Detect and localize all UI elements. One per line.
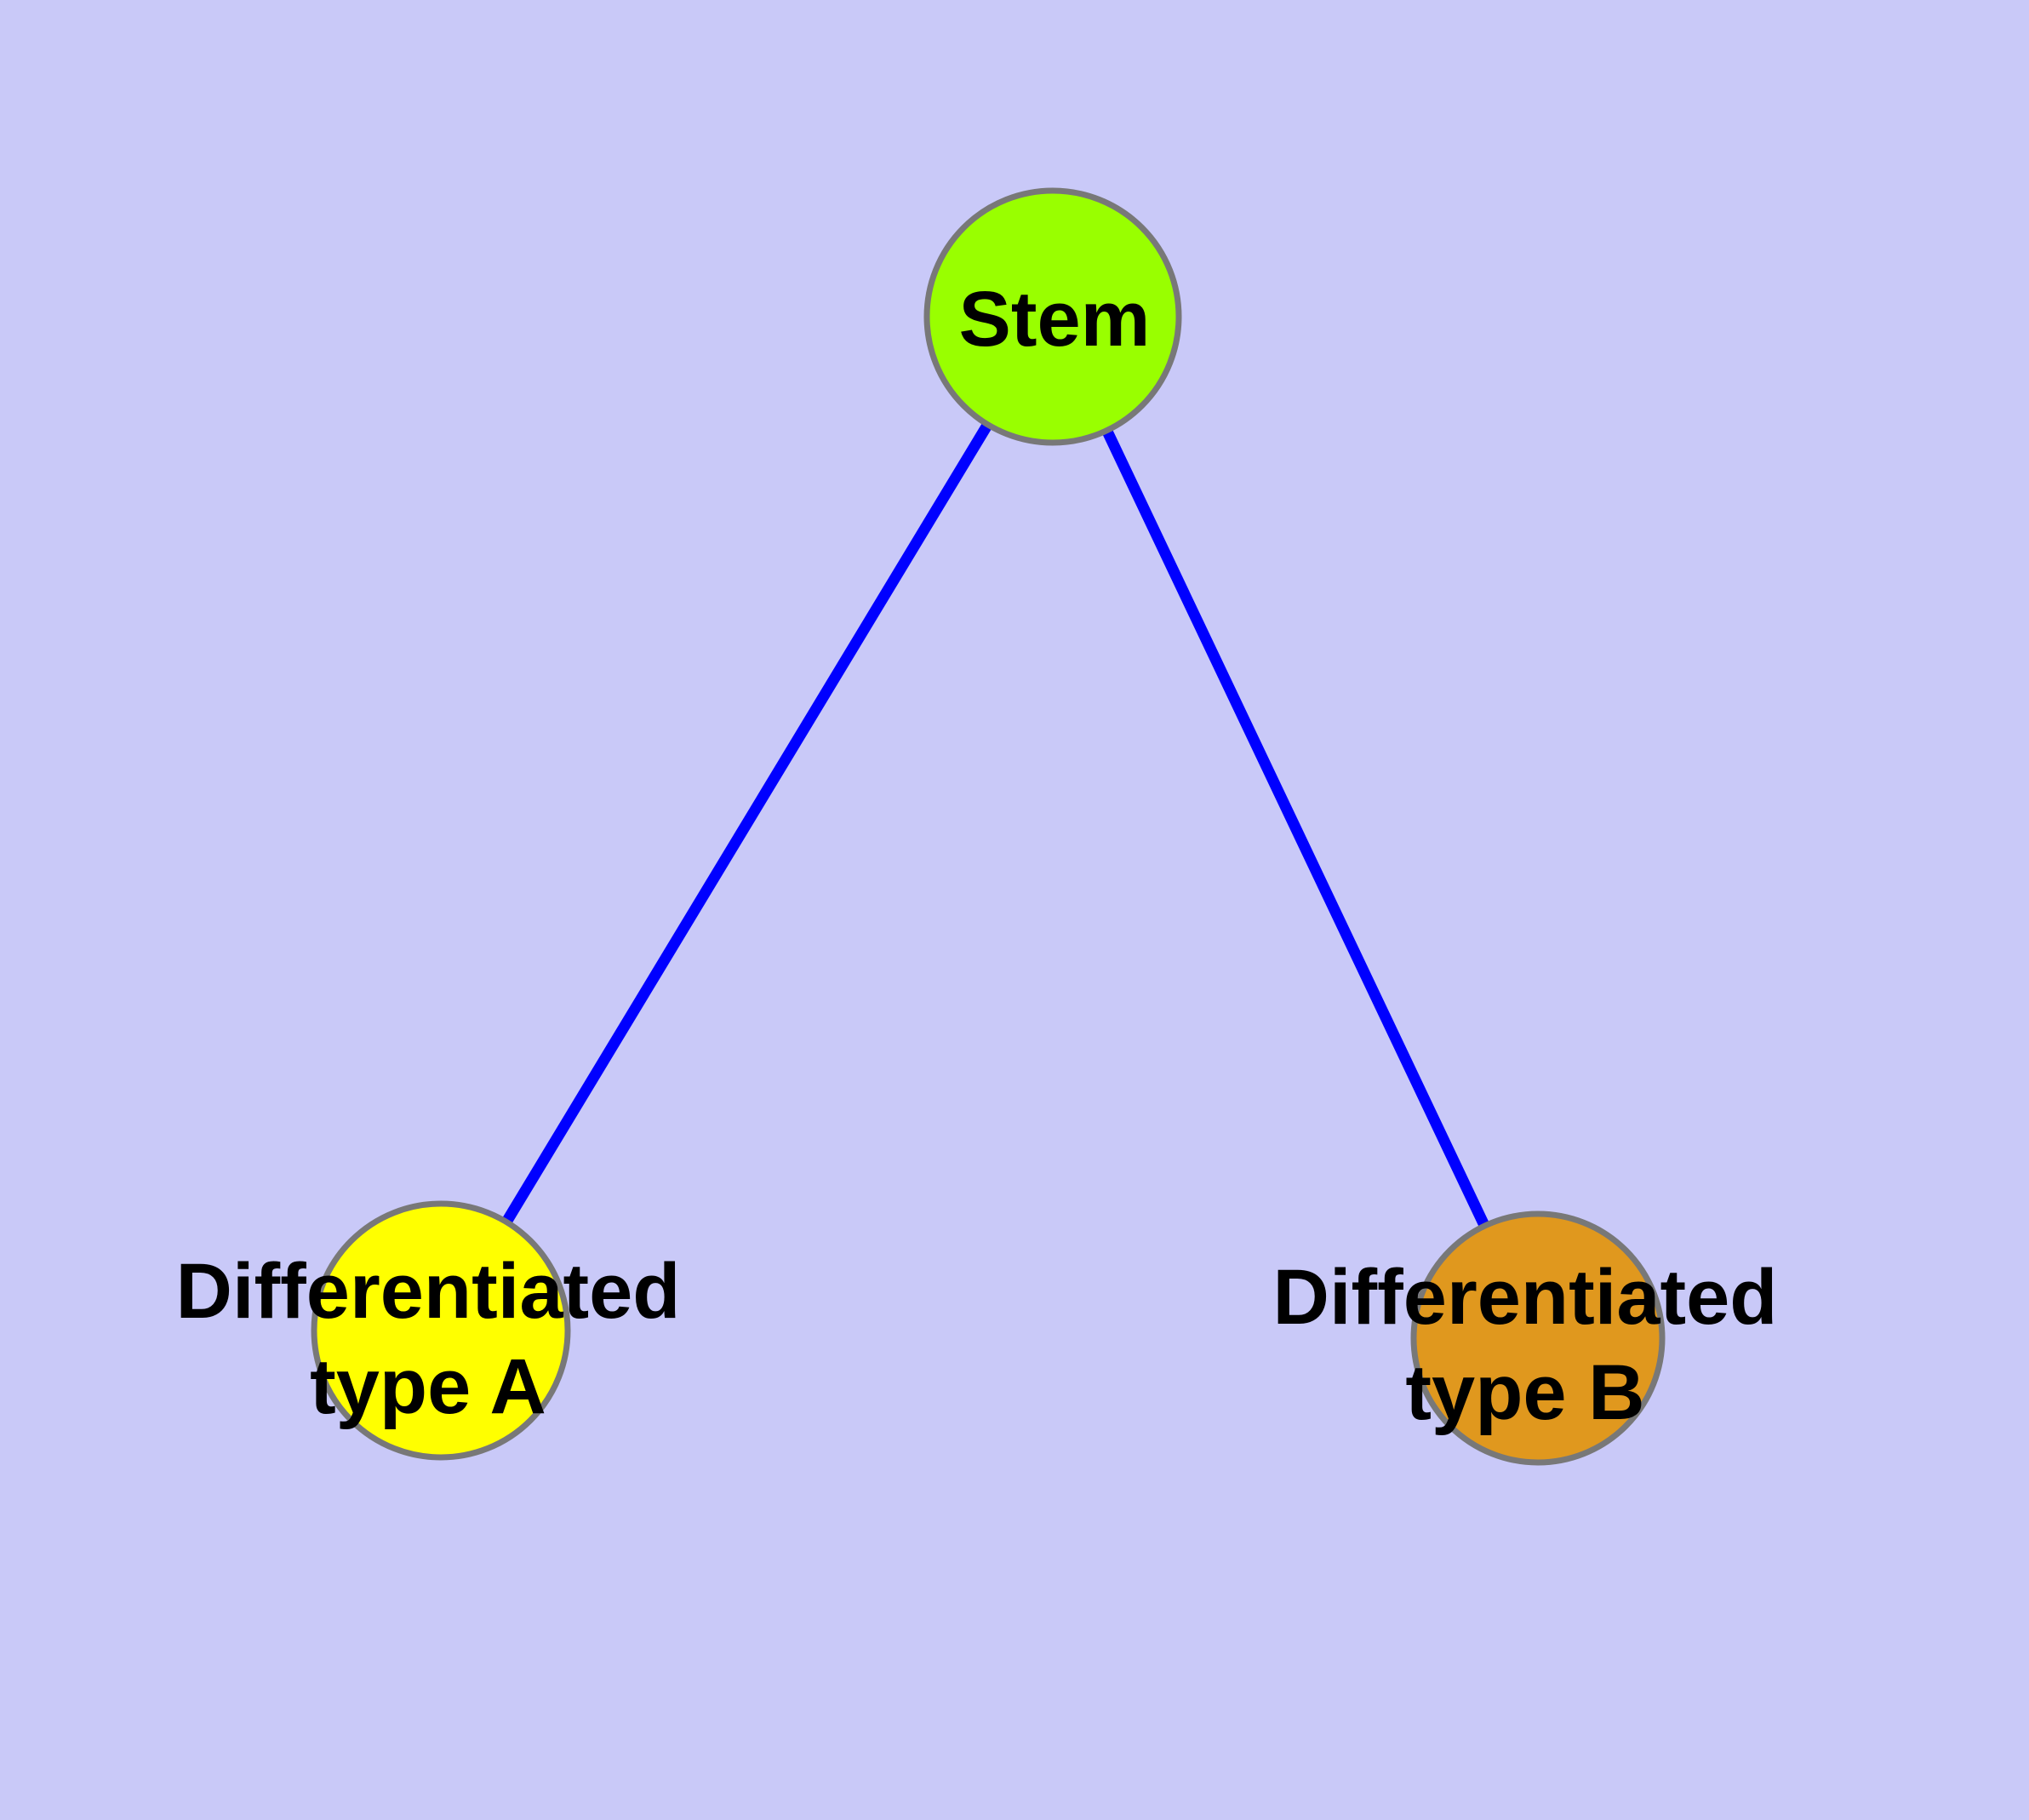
node-type-a-label: Differentiated type A bbox=[175, 1248, 681, 1430]
node-type-b-circle bbox=[1410, 1210, 1666, 1466]
edge-stem-to-type-b bbox=[1048, 314, 1543, 1341]
node-type-a-circle bbox=[311, 1200, 571, 1461]
node-stem-circle bbox=[923, 187, 1182, 446]
edge-stem-to-type-a bbox=[436, 313, 1058, 1334]
node-type-b-label: Differentiated type B bbox=[1272, 1254, 1778, 1436]
node-stem-label: Stem bbox=[958, 276, 1151, 363]
